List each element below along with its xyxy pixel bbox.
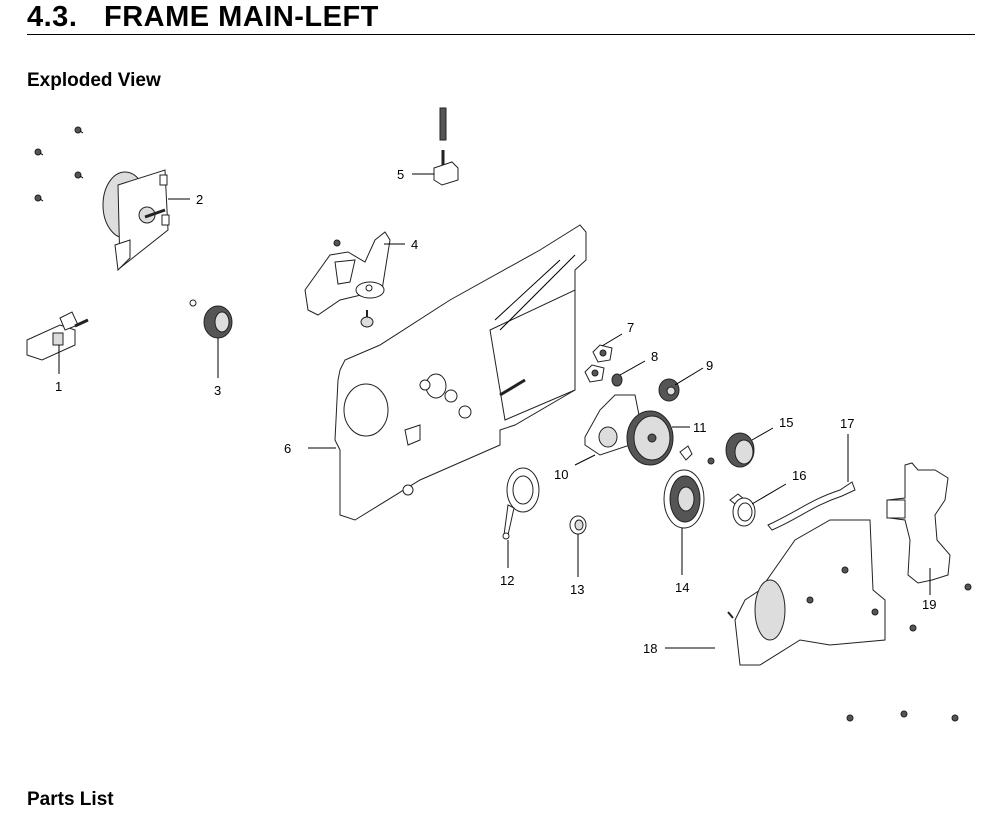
- screw-icon: [707, 457, 715, 465]
- part-3-gear: [189, 299, 233, 339]
- part-9-gear: [658, 378, 680, 402]
- part-14-pulley: [663, 469, 705, 529]
- callout-8: 8: [651, 349, 658, 364]
- callout-9: 9: [706, 358, 713, 373]
- callout-4: 4: [411, 237, 418, 252]
- callout-19: 19: [922, 597, 936, 612]
- callout-3: 3: [214, 383, 221, 398]
- part-7-bushing: [584, 344, 613, 383]
- screw-icon: [34, 194, 44, 202]
- section-number: 4.3.: [27, 1, 78, 33]
- part-1-sensor: [26, 311, 89, 361]
- callout-12: 12: [500, 573, 514, 588]
- callout-7: 7: [627, 320, 634, 335]
- title-rule: [27, 34, 975, 35]
- callout-17: 17: [840, 416, 854, 431]
- part-16-bearing: [729, 493, 756, 527]
- clip-part: [679, 445, 693, 461]
- screw-icon: [74, 171, 84, 179]
- part-5-spring-holder: [433, 107, 459, 186]
- callout-10: 10: [554, 467, 568, 482]
- part-19-bracket: [886, 462, 951, 584]
- screw-icon: [34, 148, 44, 156]
- part-2-motor: [102, 169, 170, 272]
- callout-16: 16: [792, 468, 806, 483]
- callout-1: 1: [55, 379, 62, 394]
- part-13-collar: [569, 515, 587, 535]
- leader-lines: [58, 173, 931, 649]
- callout-6: 6: [284, 441, 291, 456]
- screw-icon: [900, 710, 908, 718]
- section-title: 4.3. FRAME MAIN-LEFT: [27, 0, 379, 34]
- exploded-view-heading: Exploded View: [27, 70, 161, 91]
- screw-icon: [964, 583, 972, 591]
- parts-list-heading: Parts List: [27, 789, 114, 810]
- callout-13: 13: [570, 582, 584, 597]
- part-8-gear: [611, 373, 623, 387]
- callout-11: 11: [693, 420, 707, 435]
- callout-5: 5: [397, 167, 404, 182]
- part-6-main-frame: [334, 224, 587, 521]
- screw-icon: [951, 714, 959, 722]
- part-10-gear-bracket: [584, 394, 641, 456]
- screw-icon: [909, 624, 917, 632]
- part-11-large-gear: [626, 410, 674, 466]
- callout-15: 15: [779, 415, 793, 430]
- callout-18: 18: [643, 641, 657, 656]
- callout-2: 2: [196, 192, 203, 207]
- screw-icon: [74, 126, 84, 134]
- callout-14: 14: [675, 580, 689, 595]
- part-18-side-frame: [727, 519, 886, 666]
- part-12-arm: [502, 467, 540, 540]
- part-17-link: [767, 481, 856, 531]
- screw-icon: [846, 714, 854, 722]
- part-4-lever: [304, 231, 391, 328]
- section-name: FRAME MAIN-LEFT: [104, 1, 379, 33]
- part-15-gear: [725, 432, 755, 468]
